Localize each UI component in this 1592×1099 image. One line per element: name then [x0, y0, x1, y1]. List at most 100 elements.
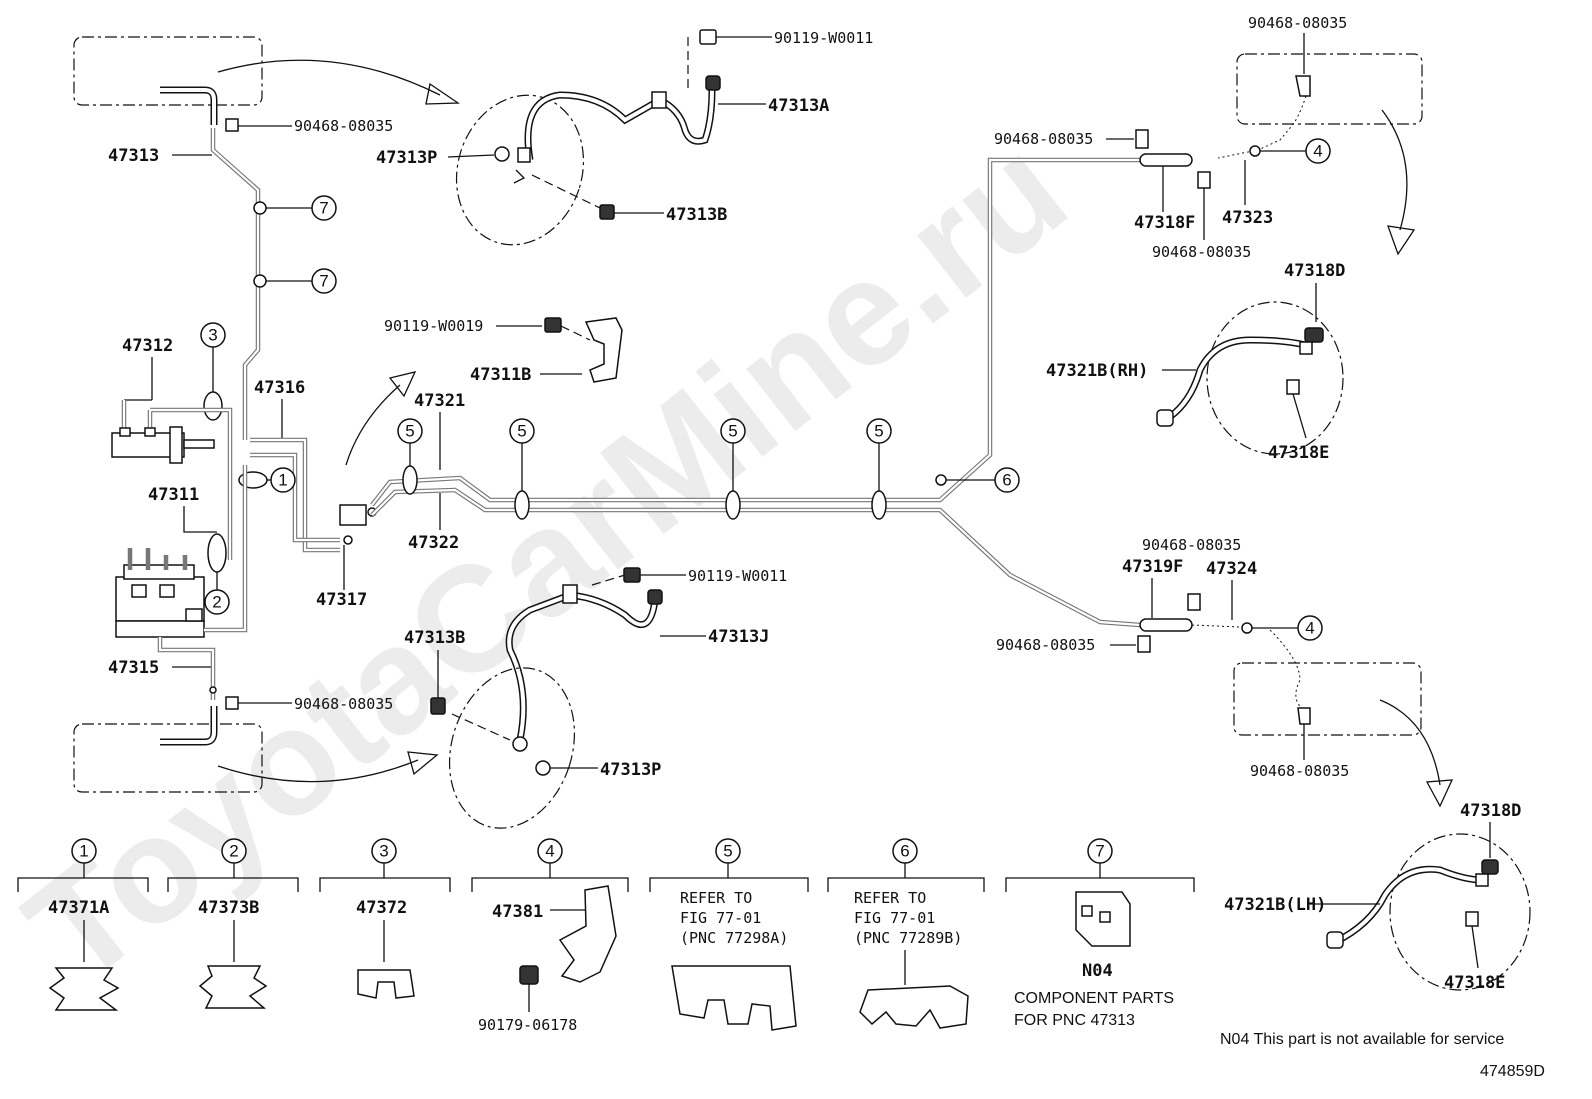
flow-arrow-front-left [217, 59, 441, 96]
svg-text:2: 2 [229, 842, 238, 861]
part-label[interactable]: 47318E [1268, 443, 1329, 463]
clip-icon [1295, 75, 1311, 97]
legend-refer-line: REFER TO [854, 889, 926, 907]
svg-text:4: 4 [545, 842, 554, 861]
legend-part-label[interactable]: N04 [1082, 961, 1113, 981]
part-label[interactable]: 47313 [108, 146, 159, 166]
part-label[interactable]: 47313A [768, 96, 829, 116]
flex-hose-47321B-RH [1163, 336, 1306, 424]
flex-hose-47321B-LH [1333, 865, 1483, 946]
part-label[interactable]: 90468-08035 [996, 636, 1095, 654]
vehicle-outline-rear-lh [1233, 662, 1422, 736]
legend-part-label[interactable]: 47371A [48, 898, 109, 918]
bolt-icon [519, 965, 539, 985]
part-label[interactable]: 90468-08035 [1250, 762, 1349, 780]
svg-text:6: 6 [900, 842, 909, 861]
legend-item-7: 7 N04 COMPONENT PARTS FOR PNC 47313 [1005, 838, 1195, 1029]
legend-part-label[interactable]: 47373B [198, 898, 259, 918]
callout-number: 5 [517, 422, 526, 441]
part-label[interactable]: 90468-08035 [1248, 14, 1347, 32]
detail-oval-front-hose [455, 94, 585, 246]
part-label[interactable]: 47318F [1134, 213, 1195, 233]
part-label[interactable]: 47313P [376, 148, 437, 168]
flow-arrow-rear-lh [1379, 699, 1441, 786]
brake-pipe-47313 [210, 128, 261, 440]
part-label[interactable]: 47312 [122, 336, 173, 356]
part-label[interactable]: 47315 [108, 658, 159, 678]
flow-arrow-rear-right [1381, 109, 1408, 231]
vehicle-outline-front-left [73, 36, 263, 125]
vehicle-outline-rear-left [73, 706, 263, 793]
clip-icon [225, 118, 239, 132]
clip-icon [1465, 911, 1479, 927]
part-label[interactable]: 47321 [414, 391, 465, 411]
bolt-icon [430, 697, 446, 715]
part-label[interactable]: 47324 [1206, 559, 1257, 579]
part-label[interactable]: 47318D [1460, 801, 1521, 821]
part-label[interactable]: 47322 [408, 533, 459, 553]
callout-circles: 7 7 3 1 2 5 5 5 5 6 4 4 [200, 138, 1331, 641]
master-cylinder [111, 426, 215, 464]
clip-icon [48, 967, 120, 1011]
part-label[interactable]: 47323 [1222, 208, 1273, 228]
legend-note-line: FOR PNC 47313 [1014, 1012, 1135, 1029]
part-label[interactable]: 47313P [600, 760, 661, 780]
union-47317 [339, 504, 377, 545]
part-label[interactable]: 90119-W0011 [774, 29, 873, 47]
legend-item-4: 4 47381 90179-06178 [471, 838, 629, 1034]
legend-sub-label[interactable]: 90179-06178 [478, 1016, 577, 1034]
part-label[interactable]: 90468-08035 [1142, 536, 1241, 554]
legend-item-3: 3 47372 [319, 838, 451, 999]
legend-refer-line: FIG 77-01 [854, 909, 935, 927]
part-label[interactable]: 90468-08035 [1152, 243, 1251, 261]
clip-icon [1197, 171, 1211, 189]
legend-note-line: COMPONENT PARTS [1014, 990, 1174, 1007]
part-label[interactable]: 90468-08035 [294, 117, 393, 135]
part-label[interactable]: 90468-08035 [994, 130, 1093, 148]
callout-number: 7 [319, 199, 328, 218]
part-label[interactable]: 47321B(LH) [1224, 895, 1326, 915]
part-label[interactable]: 47311B [470, 365, 531, 385]
part-label[interactable]: 47318E [1444, 973, 1505, 993]
part-label[interactable]: 47321B(RH) [1046, 361, 1148, 381]
detail-oval-rh [1206, 301, 1344, 455]
callout-number: 5 [874, 422, 883, 441]
callout-number: 5 [728, 422, 737, 441]
abs-actuator [115, 548, 205, 638]
clamp-block-icon [859, 985, 969, 1029]
bracket-47311B [584, 317, 623, 383]
part-label[interactable]: 90468-08035 [294, 695, 393, 713]
svg-text:3: 3 [379, 842, 388, 861]
clip-icon [1135, 129, 1149, 149]
legend-part-label[interactable]: 47372 [356, 898, 407, 918]
svg-text:1: 1 [79, 842, 88, 861]
legend-part-label[interactable]: 47381 [492, 902, 543, 922]
callout-number: 7 [319, 272, 328, 291]
part-label[interactable]: 47311 [148, 485, 199, 505]
legend-refer-line: FIG 77-01 [680, 909, 761, 927]
clip-icon [1297, 707, 1311, 725]
gasket-icon [535, 760, 551, 776]
clip-icon [225, 696, 239, 710]
brake-pipe-47315 [157, 637, 216, 700]
detail-oval-lh [1389, 833, 1531, 991]
part-label[interactable]: 90119-W0019 [384, 317, 483, 335]
part-label[interactable]: 47317 [316, 590, 367, 610]
flow-arrow-center [345, 384, 401, 466]
part-label[interactable]: 47319F [1122, 557, 1183, 577]
callout-number: 4 [1313, 142, 1322, 161]
part-label[interactable]: 47313B [404, 628, 465, 648]
drawing-id: 474859D [1480, 1063, 1545, 1080]
part-label[interactable]: 47318D [1284, 261, 1345, 281]
part-label[interactable]: 47313B [666, 205, 727, 225]
callout-number: 2 [212, 593, 221, 612]
hose-sleeve-47319F [1139, 618, 1193, 632]
clip-icon [1187, 593, 1201, 611]
part-label[interactable]: 47316 [254, 378, 305, 398]
part-label[interactable]: 90119-W0011 [688, 567, 787, 585]
legend-item-1: 1 47371A [17, 838, 149, 1011]
part-label[interactable]: 47313J [708, 627, 769, 647]
svg-text:7: 7 [1095, 842, 1104, 861]
callout-number: 4 [1305, 619, 1314, 638]
